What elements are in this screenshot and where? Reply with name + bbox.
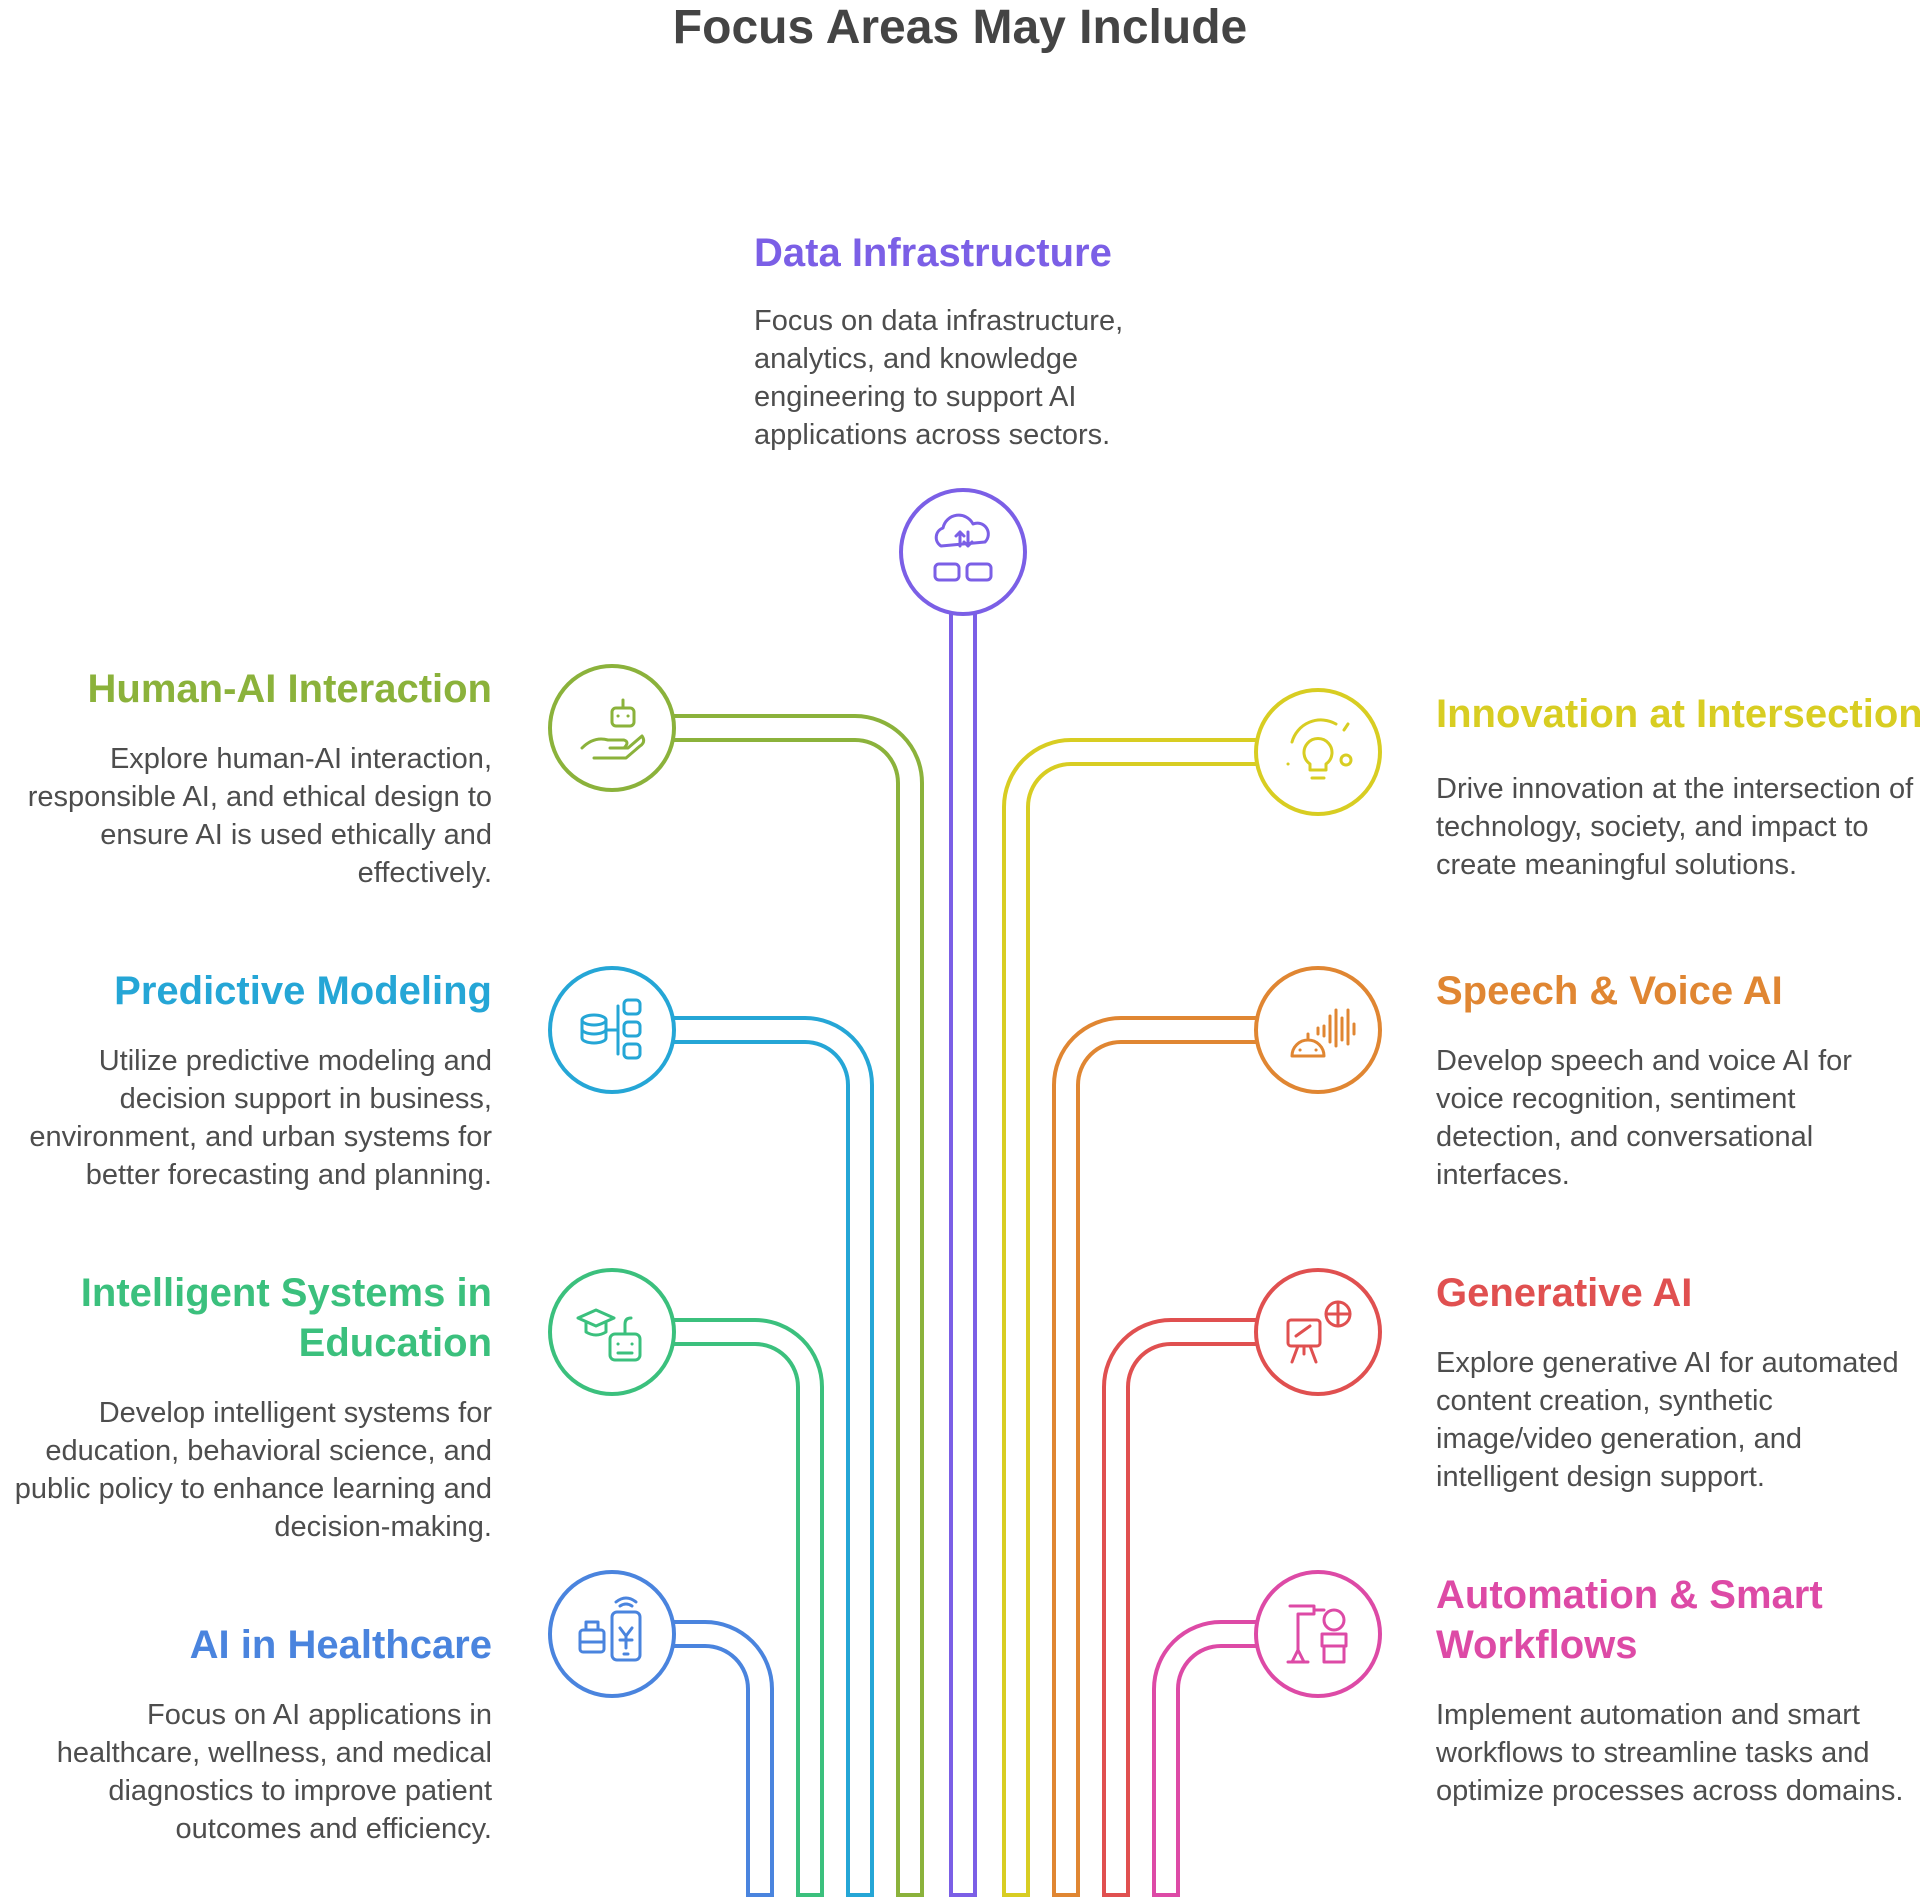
- predictive-connector: [670, 1016, 874, 1897]
- generative-title: Generative AI: [1436, 1271, 1693, 1315]
- cloud-server-icon: [933, 513, 993, 582]
- automation-description: Implement automation and smart workflows…: [1436, 1699, 1904, 1807]
- education-title: Intelligent Systems in Education: [80, 1271, 492, 1365]
- mobile-health-icon: [578, 1596, 642, 1662]
- innovation-title: Innovation at Intersection: [1436, 692, 1920, 736]
- lightbulb-icon: [1286, 718, 1353, 780]
- human-ai-connector: [670, 714, 924, 1897]
- speech-connector: [1052, 1016, 1260, 1897]
- generative-connector: [1102, 1318, 1260, 1897]
- education-connector: [670, 1318, 824, 1897]
- human-ai-title: Human-AI Interaction: [87, 667, 492, 711]
- innovation-description: Drive innovation at the intersection of …: [1436, 773, 1914, 881]
- voice-robot-icon: [1290, 1008, 1356, 1058]
- automation-icon-circle: [1254, 1570, 1382, 1698]
- data-infrastructure-title: Data Infrastructure: [754, 231, 1112, 275]
- automation-connector: [1152, 1620, 1260, 1897]
- data-infrastructure-description: Focus on data infrastructure, analytics,…: [754, 305, 1124, 451]
- robot-hand-icon: [580, 698, 646, 760]
- predictive-description: Utilize predictive modeling and decision…: [29, 1045, 492, 1191]
- generative-icon-circle: [1254, 1268, 1382, 1396]
- database-flow-icon: [580, 998, 642, 1060]
- education-description: Develop intelligent systems for educatio…: [14, 1397, 492, 1543]
- healthcare-connector: [670, 1620, 774, 1897]
- healthcare-description: Focus on AI applications in healthcare, …: [56, 1699, 492, 1845]
- innovation-icon-circle: [1254, 688, 1382, 816]
- innovation-connector: [1002, 738, 1260, 1897]
- generative-description: Explore generative AI for automated cont…: [1436, 1347, 1899, 1493]
- speech-description: Develop speech and voice AI for voice re…: [1436, 1045, 1852, 1191]
- page-title: Focus Areas May Include: [672, 1, 1248, 54]
- human-ai-description: Explore human-AI interaction, responsibl…: [27, 743, 492, 889]
- data-infrastructure-icon-circle: [899, 488, 1027, 616]
- data-infrastructure-connector: [949, 612, 977, 1897]
- education-icon-circle: [548, 1268, 676, 1396]
- healthcare-title: AI in Healthcare: [189, 1623, 492, 1667]
- robot-arm-icon: [1286, 1604, 1348, 1664]
- speech-title: Speech & Voice AI: [1436, 969, 1783, 1013]
- easel-icon: [1286, 1300, 1352, 1364]
- predictive-title: Predictive Modeling: [114, 969, 492, 1013]
- automation-title: Automation & Smart Workflows: [1436, 1573, 1823, 1667]
- human-ai-icon-circle: [548, 664, 676, 792]
- graduation-robot-icon: [576, 1308, 642, 1362]
